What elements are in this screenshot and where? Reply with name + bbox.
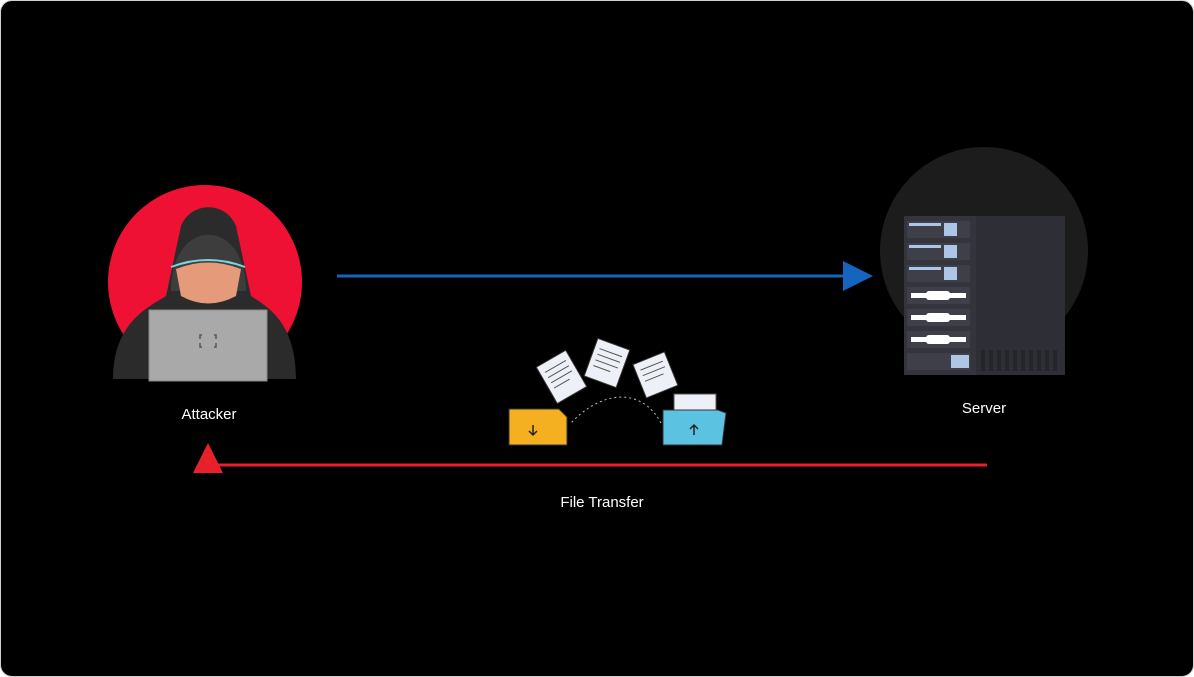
file-transfer-label: File Transfer xyxy=(560,494,644,511)
attacker-icon xyxy=(108,185,302,382)
file-transfer-illustration xyxy=(508,337,727,446)
transfer-arrow xyxy=(193,443,987,473)
document-icon xyxy=(535,349,588,405)
server-label: Server xyxy=(961,400,1007,417)
download-folder-icon xyxy=(508,408,568,446)
document-icon xyxy=(632,351,679,399)
upload-folder-icon xyxy=(662,393,727,446)
document-icon xyxy=(583,337,631,389)
server-icon xyxy=(880,147,1088,375)
attacker-label: Attacker xyxy=(181,406,237,423)
